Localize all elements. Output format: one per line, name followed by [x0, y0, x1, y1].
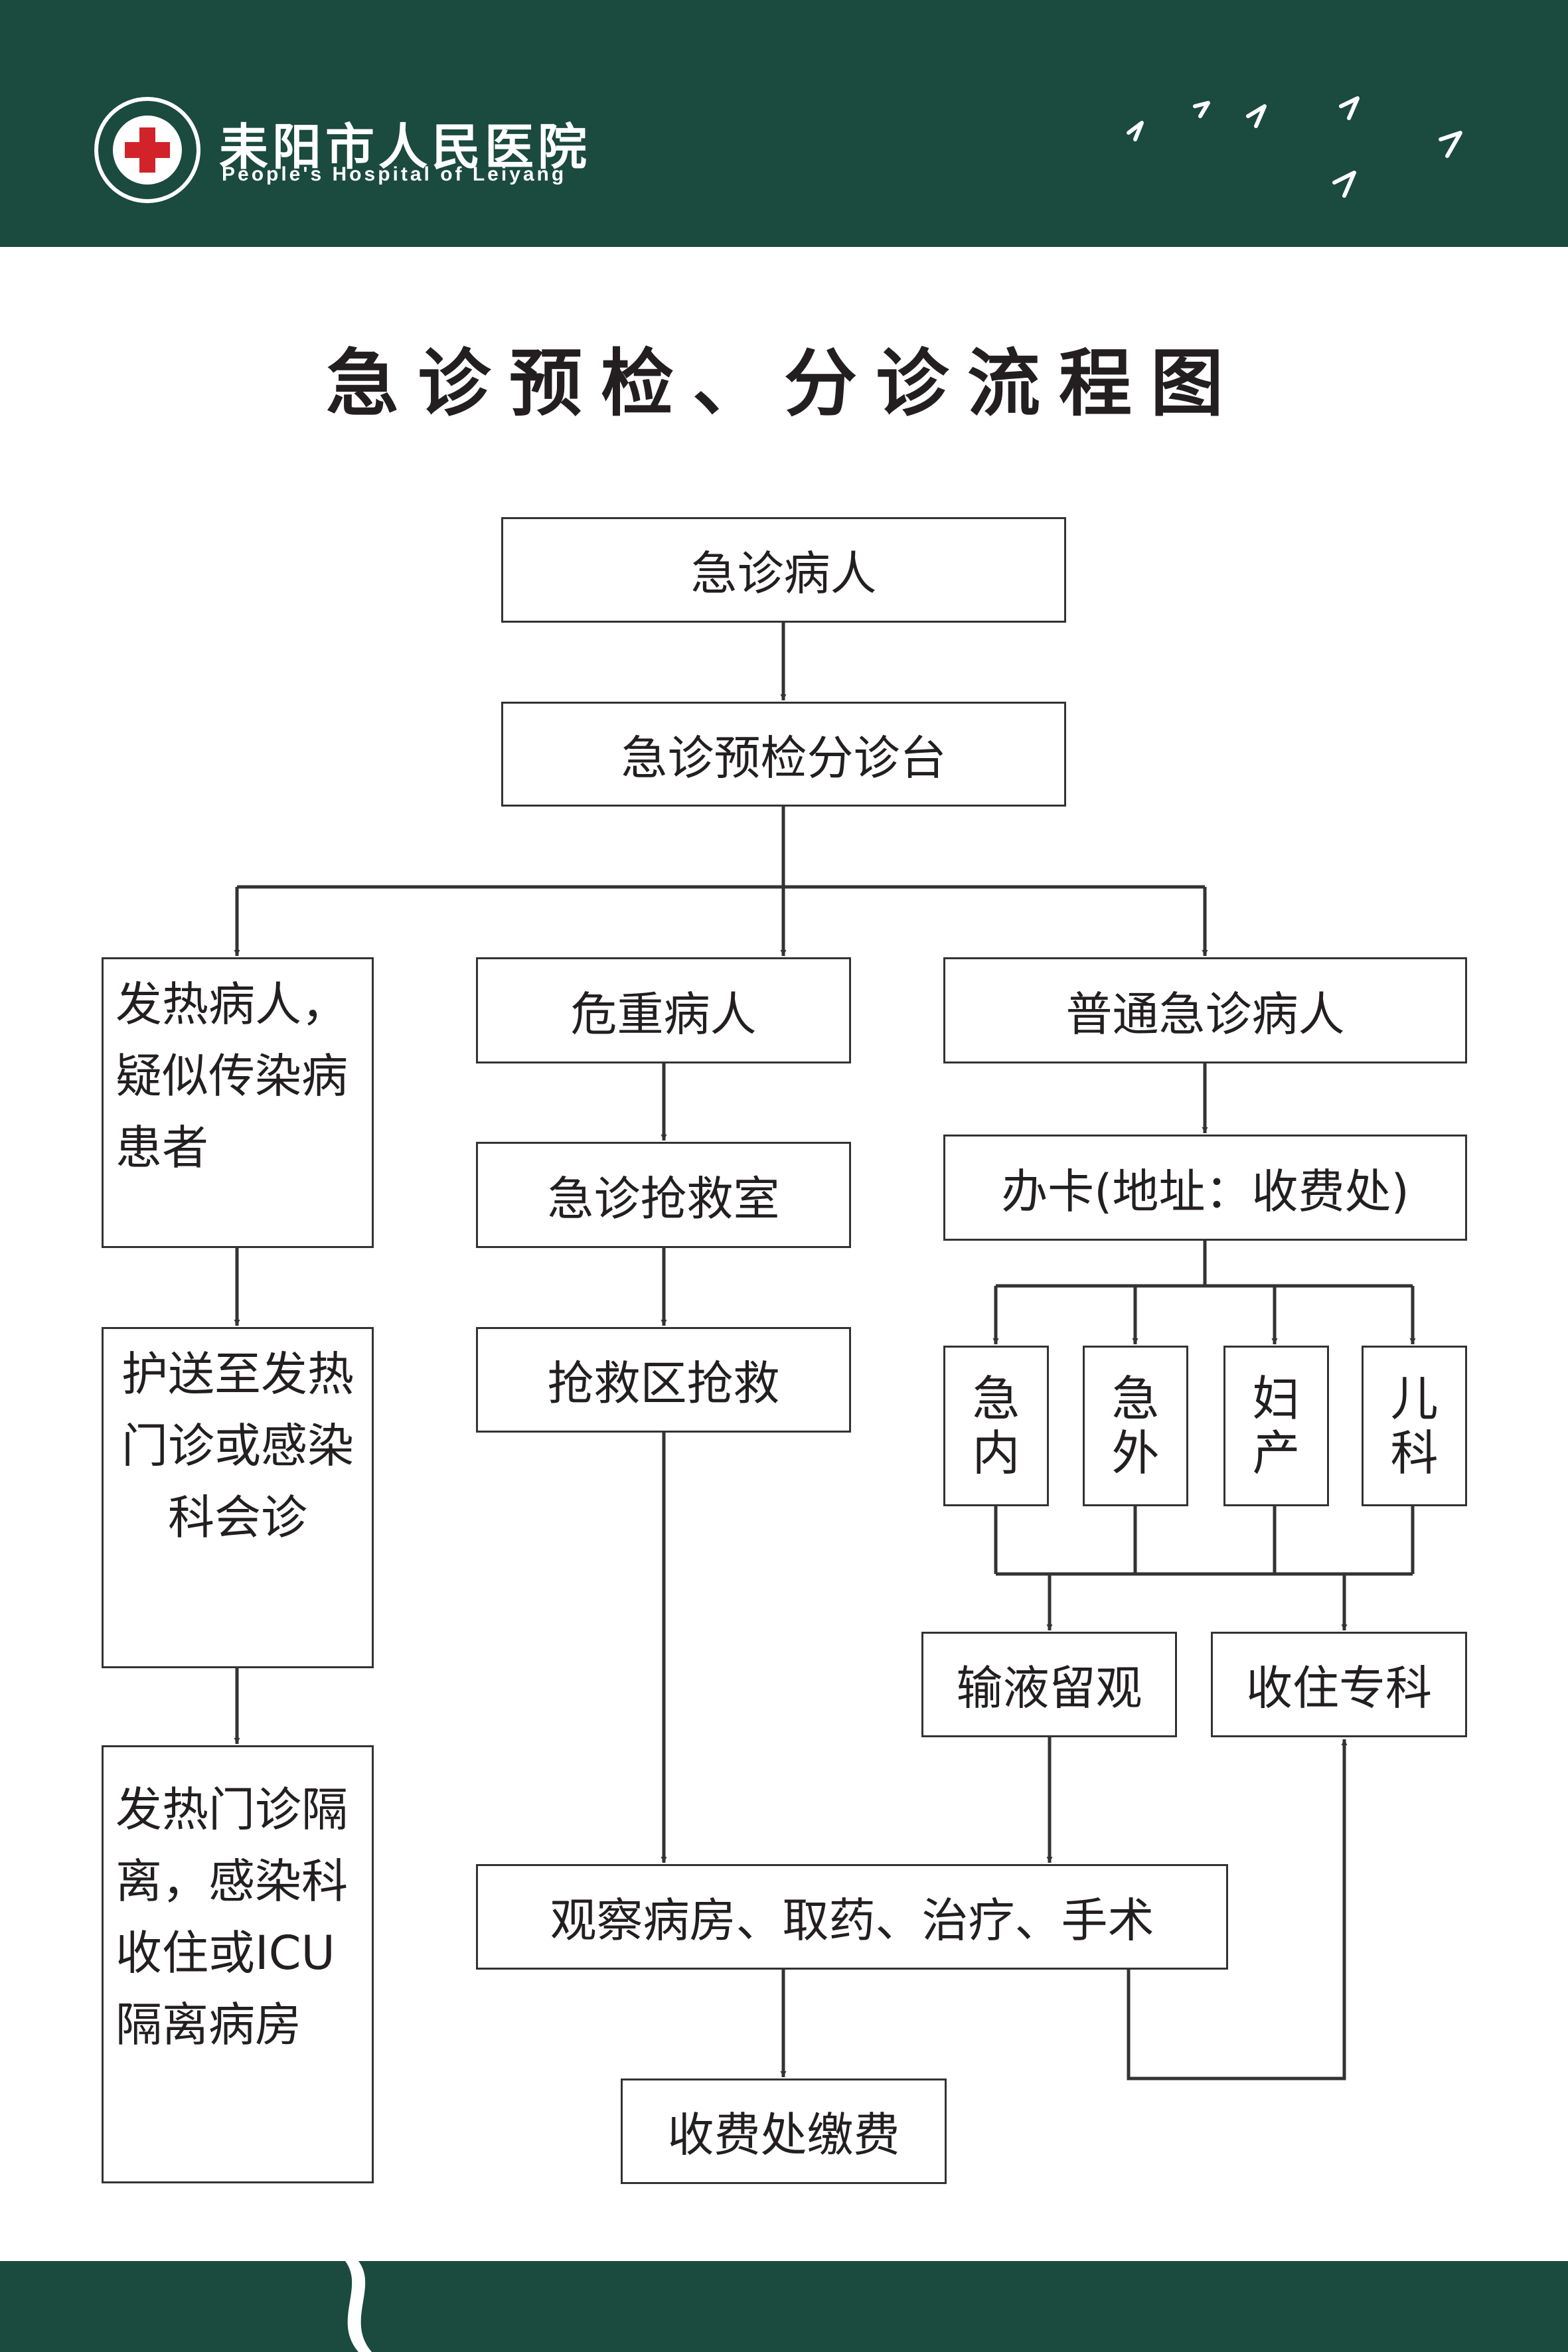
node-emergency-patient: 急诊病人 — [501, 517, 1066, 623]
dept-pediatrics-label: 儿科 — [1390, 1371, 1439, 1481]
node-payment: 收费处缴费 — [621, 2078, 947, 2184]
node-triage-desk: 急诊预检分诊台 — [501, 702, 1066, 807]
node-dept-obgyn: 妇产 — [1223, 1346, 1329, 1506]
node-dept-pediatrics: 儿科 — [1362, 1346, 1467, 1506]
hospital-name-cn: 耒阳市人民医院 — [219, 119, 591, 176]
node-general-patient: 普通急诊病人 — [943, 957, 1467, 1063]
node-dept-surgery: 急外 — [1083, 1346, 1188, 1506]
footer-wave-decoration — [0, 2261, 372, 2352]
node-rescue-area: 抢救区抢救 — [476, 1327, 851, 1433]
node-critical-patient: 危重病人 — [476, 957, 851, 1063]
node-infusion-observation: 输液留观 — [921, 1632, 1177, 1737]
node-specialty-admission: 收住专科 — [1211, 1632, 1467, 1737]
birds-decoration-icon — [1127, 96, 1462, 198]
node-card-registration: 办卡(地址：收费处) — [943, 1135, 1467, 1241]
node-ward-treatment: 观察病房、取药、治疗、手术 — [476, 1864, 1228, 1970]
node-escort-fever-clinic: 护送至发热门诊或感染科会诊 — [102, 1327, 374, 1668]
page-title: 急诊预检、分诊流程图 — [326, 341, 1242, 426]
node-rescue-room: 急诊抢救室 — [476, 1142, 851, 1248]
hospital-name-en: People's Hospital of Leiyang — [222, 163, 567, 185]
header-band — [0, 0, 1568, 247]
dept-surgery-label: 急外 — [1111, 1371, 1160, 1481]
node-fever-patient: 发热病人，疑似传染病患者 — [102, 957, 374, 1248]
node-dept-internal: 急内 — [943, 1346, 1049, 1506]
dept-obgyn-label: 妇产 — [1252, 1371, 1300, 1481]
dept-internal-label: 急内 — [972, 1371, 1020, 1481]
hospital-logo — [94, 97, 200, 203]
logo-emblem — [113, 116, 182, 185]
node-isolation: 发热门诊隔离，感染科收住或ICU隔离病房 — [102, 1745, 374, 2183]
